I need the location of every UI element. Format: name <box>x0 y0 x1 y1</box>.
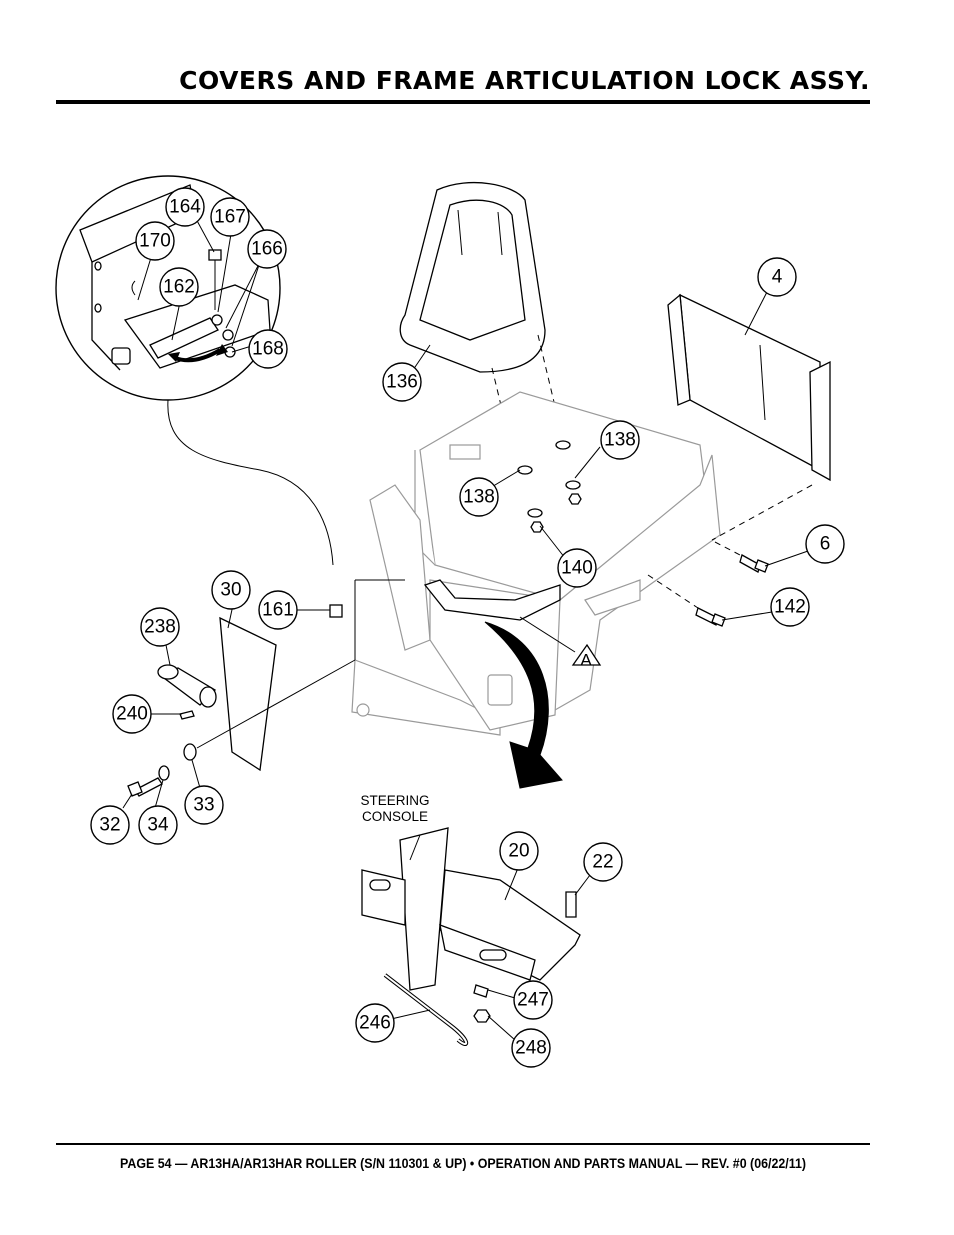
svg-text:167: 167 <box>214 207 246 228</box>
side-cover-part <box>667 293 831 482</box>
header-rule <box>56 100 870 104</box>
callout-162: 162 <box>159 267 199 307</box>
svg-text:30: 30 <box>220 580 241 601</box>
detail-leader-cable <box>167 399 334 566</box>
svg-text:140: 140 <box>561 558 593 579</box>
callout-167: 167 <box>210 197 250 237</box>
callout-138-left: 138 <box>459 477 499 517</box>
callout-22: 22 <box>583 842 623 882</box>
reference-marker-a: A <box>571 643 602 670</box>
svg-text:240: 240 <box>116 704 148 725</box>
callout-240: 240 <box>112 694 152 734</box>
page-title: COVERS AND FRAME ARTICULATION LOCK ASSY. <box>179 66 870 95</box>
svg-text:168: 168 <box>252 339 284 360</box>
callout-4: 4 <box>757 257 797 297</box>
plate-a <box>423 579 561 621</box>
seat-hardware <box>517 440 582 533</box>
svg-text:162: 162 <box>163 277 195 298</box>
svg-text:4: 4 <box>772 267 783 288</box>
callout-33: 33 <box>184 785 224 825</box>
steering-console-part <box>361 827 581 1046</box>
svg-text:247: 247 <box>517 990 549 1011</box>
callout-20: 20 <box>499 831 539 871</box>
footer-rule <box>56 1143 870 1145</box>
svg-text:138: 138 <box>604 430 636 451</box>
callout-246: 246 <box>355 1003 395 1043</box>
callout-248: 248 <box>511 1028 551 1068</box>
callout-170: 170 <box>135 221 175 261</box>
svg-text:246: 246 <box>359 1013 391 1034</box>
seat-part <box>399 181 546 373</box>
callout-30: 30 <box>211 570 251 610</box>
svg-text:136: 136 <box>386 372 418 393</box>
svg-text:20: 20 <box>508 841 529 862</box>
callout-136: 136 <box>382 362 422 402</box>
callout-247: 247 <box>513 980 553 1020</box>
callout-140: 140 <box>557 548 597 588</box>
callout-138-right: 138 <box>600 420 640 460</box>
svg-text:22: 22 <box>592 852 613 873</box>
callout-166: 166 <box>247 229 287 269</box>
svg-text:164: 164 <box>169 197 201 218</box>
svg-text:6: 6 <box>820 534 831 555</box>
callout-32: 32 <box>90 805 130 845</box>
svg-text:238: 238 <box>144 617 176 638</box>
callout-34: 34 <box>138 805 178 845</box>
svg-text:142: 142 <box>774 597 806 618</box>
svg-text:170: 170 <box>139 231 171 252</box>
callout-238: 238 <box>140 607 180 647</box>
svg-text:A: A <box>580 651 592 670</box>
callout-164: 164 <box>165 187 205 227</box>
svg-text:161: 161 <box>262 600 294 621</box>
callout-168: 168 <box>248 329 288 369</box>
direction-arrow <box>484 621 563 789</box>
svg-text:33: 33 <box>193 795 214 816</box>
svg-text:34: 34 <box>147 815 169 836</box>
light-part <box>157 664 217 708</box>
svg-text:32: 32 <box>99 815 120 836</box>
steering-console-label-1: STEERING <box>360 793 429 808</box>
callout-142: 142 <box>770 587 810 627</box>
rear-cover-part <box>219 616 277 772</box>
svg-text:166: 166 <box>251 239 283 260</box>
svg-text:248: 248 <box>515 1038 547 1059</box>
steering-console-label-2: CONSOLE <box>362 809 428 824</box>
page-footer: PAGE 54 — AR13HA/AR13HAR ROLLER (S/N 110… <box>119 1156 807 1171</box>
callout-6: 6 <box>805 524 845 564</box>
svg-text:138: 138 <box>463 487 495 508</box>
callout-161: 161 <box>258 590 298 630</box>
